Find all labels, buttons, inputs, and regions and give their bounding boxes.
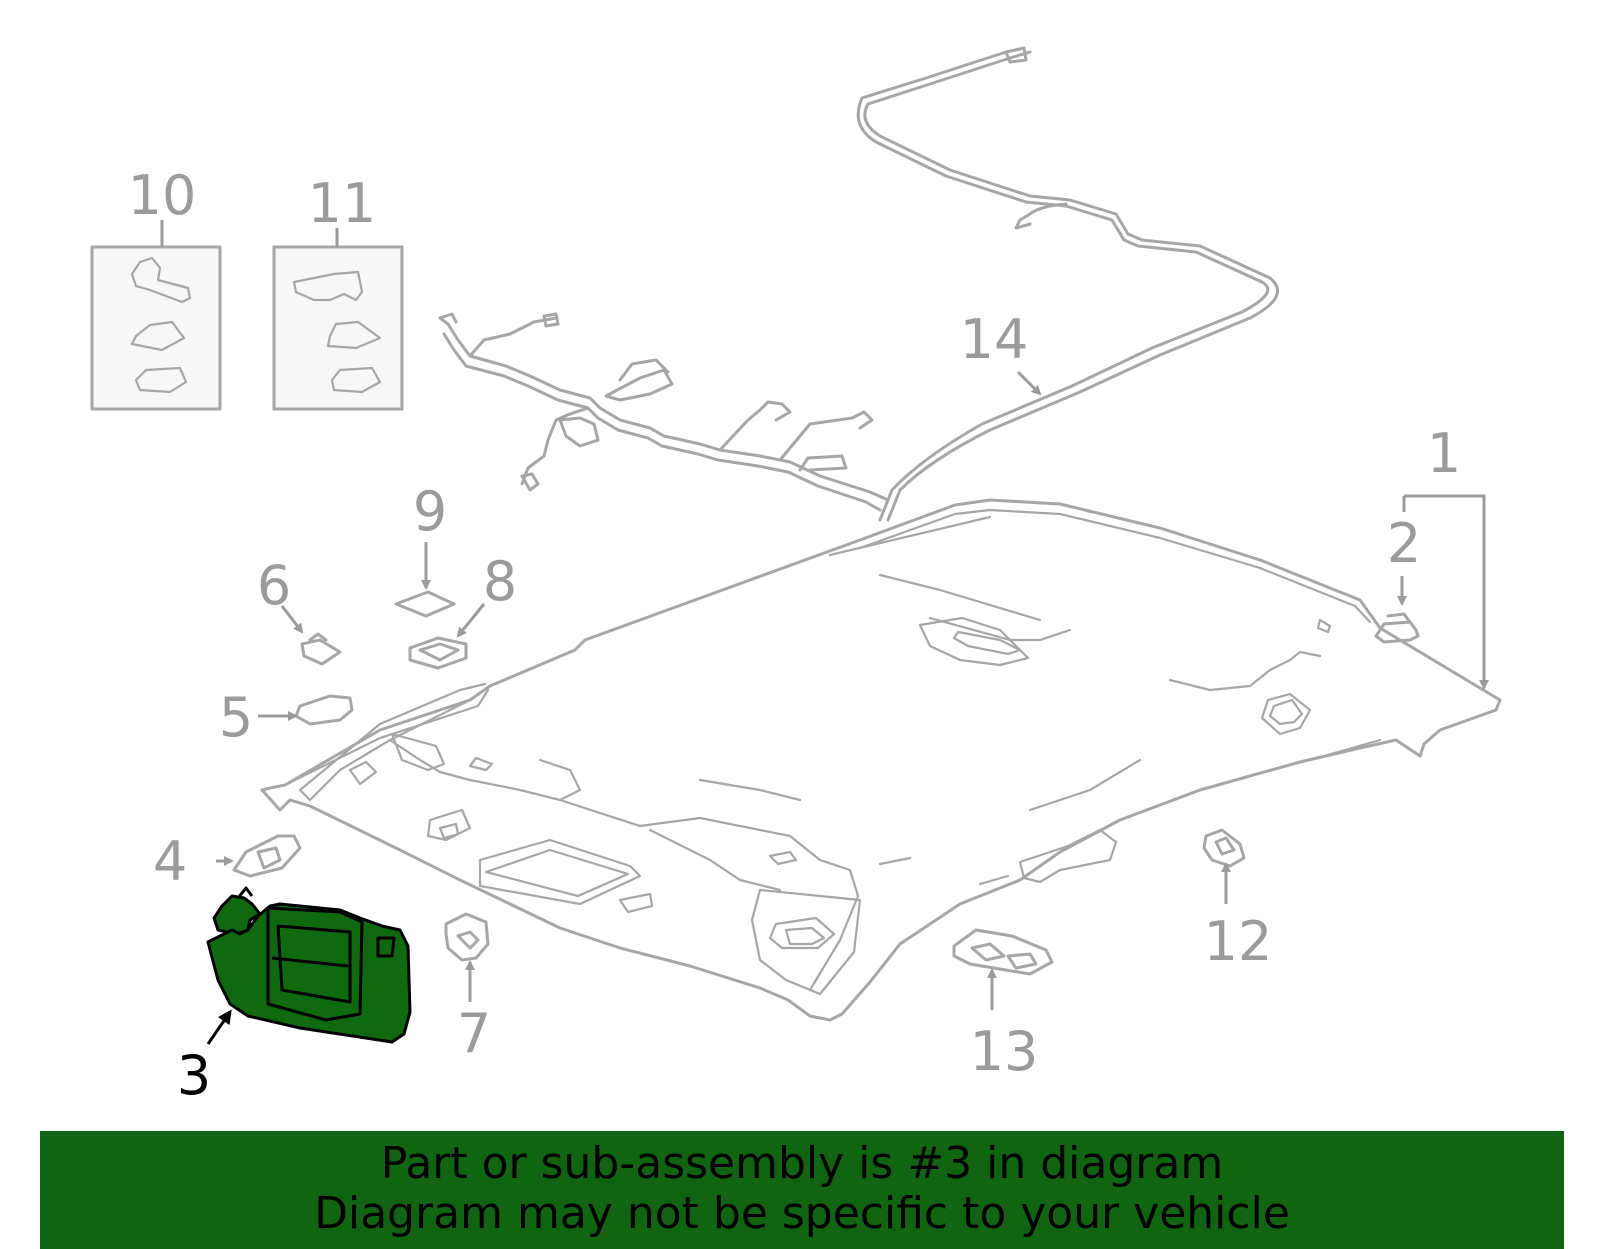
sun-visor-3-highlighted <box>206 886 412 1044</box>
part-8-lamp <box>408 636 468 670</box>
headliner-1 <box>260 498 1502 1022</box>
part-7-retainer <box>444 912 490 962</box>
callout-4: 4 <box>153 830 187 893</box>
banner-line-part: Part or sub-assembly is #3 in diagram <box>380 1138 1224 1189</box>
banner-line-disclaimer: Diagram may not be specific to your vehi… <box>314 1188 1290 1239</box>
callout-14: 14 <box>960 308 1029 371</box>
part-9-lens <box>394 590 456 618</box>
part-13-dome-lamp <box>952 928 1054 976</box>
callout-leaders <box>160 220 1484 1045</box>
part-5-lamp-lens <box>294 694 354 726</box>
callout-labels: 1 2 3 4 5 6 7 8 9 10 11 12 13 14 <box>128 164 1462 1107</box>
callout-8: 8 <box>483 550 517 613</box>
info-banner: Part or sub-assembly is #3 in diagram Di… <box>40 1131 1564 1249</box>
part-6-clip <box>300 632 342 666</box>
callout-1: 1 <box>1427 422 1461 485</box>
callout-6: 6 <box>257 554 291 617</box>
kit-box-10 <box>90 245 222 411</box>
part-2-clip <box>1374 612 1420 644</box>
callout-9: 9 <box>413 480 447 543</box>
callout-3: 3 <box>177 1044 211 1107</box>
callout-11: 11 <box>308 172 377 235</box>
wire-harness-14 <box>438 46 1280 522</box>
callout-7: 7 <box>457 1002 491 1065</box>
callout-2: 2 <box>1387 512 1421 575</box>
part-4-lamp-bezel <box>232 834 302 878</box>
kit-box-11 <box>272 245 404 411</box>
callout-13: 13 <box>970 1020 1039 1083</box>
callout-12: 12 <box>1204 910 1273 973</box>
part-12-clip <box>1202 828 1246 868</box>
callout-10: 10 <box>128 164 197 227</box>
callout-5: 5 <box>219 686 253 749</box>
